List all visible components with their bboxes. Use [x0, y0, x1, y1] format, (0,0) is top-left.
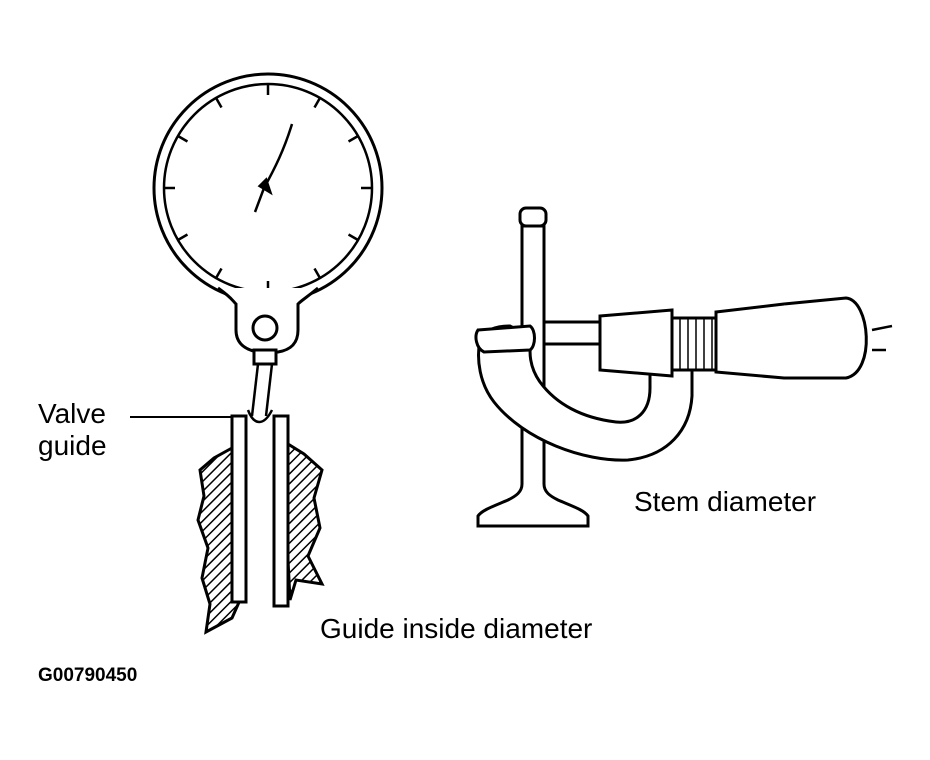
cylinder-head-section-left: [196, 445, 242, 635]
micrometer-sleeve: [598, 308, 674, 378]
gauge-probe-left: [250, 363, 260, 417]
micrometer-ratchet-end: [871, 324, 893, 332]
valve-guide-wall-right: [272, 414, 290, 608]
gauge-tick: [214, 97, 223, 109]
valve-guide-cutaway: [130, 414, 325, 635]
gauge-tick: [177, 134, 189, 143]
gauge-tick: [313, 267, 322, 279]
gauge-needle-hub: [257, 177, 273, 196]
guide-inside-diameter-label: Guide inside diameter: [320, 613, 593, 644]
micrometer-ratchet: [783, 296, 868, 380]
gauge-tick: [347, 233, 359, 242]
valve-guide-label: Valve guide: [38, 398, 107, 462]
gauge-holder-screw: [251, 314, 279, 342]
dial-bore-gauge: [152, 72, 384, 424]
valve-guide-label-line2: guide: [38, 430, 107, 461]
micrometer-anvil: [474, 324, 536, 354]
micrometer-thimble: [714, 302, 795, 380]
micrometer-spindle: [542, 320, 606, 346]
gauge-stem-collar: [252, 348, 278, 366]
gauge-tick: [214, 267, 223, 279]
stem-diameter-label: Stem diameter: [634, 486, 817, 517]
valve-guide-label-line1: Valve: [38, 398, 106, 429]
gauge-tick-marks: [164, 84, 372, 292]
gauge-tick: [347, 134, 359, 143]
figure-code: G00790450: [38, 665, 138, 686]
gauge-probe-tip: [246, 409, 274, 424]
micrometer-knurl-lines: [679, 318, 713, 370]
cylinder-head-section-right: [286, 441, 325, 601]
valve-guide-wall-left: [230, 414, 248, 604]
micrometer: [474, 296, 893, 462]
gauge-probe-right: [264, 363, 274, 417]
valve-stem-tip: [518, 206, 548, 228]
gauge-holder: [217, 286, 319, 354]
gauge-tick: [313, 97, 322, 109]
gauge-tick: [177, 233, 189, 242]
micrometer-thimble-knurl: [670, 316, 720, 372]
